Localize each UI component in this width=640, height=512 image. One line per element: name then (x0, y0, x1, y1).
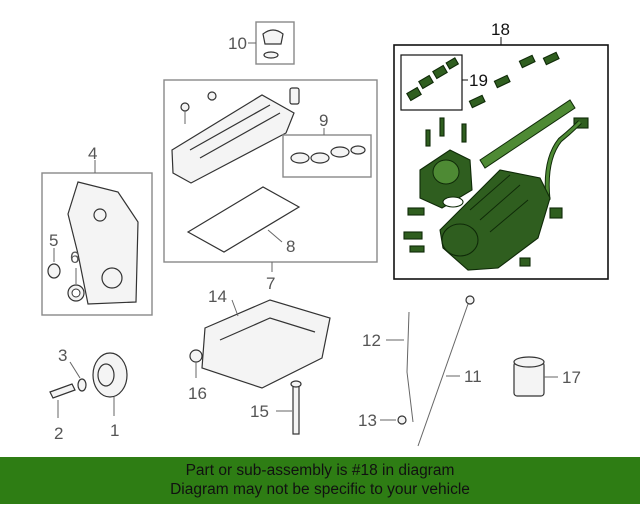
part-16-drain-plug[interactable]: 16 (188, 349, 207, 403)
callout-10: 10 (228, 34, 247, 53)
part-3-washer[interactable]: 3 (58, 346, 87, 392)
callout-18: 18 (491, 20, 510, 39)
callout-6: 6 (70, 248, 79, 267)
callout-19: 19 (469, 71, 488, 90)
banner-line-1: Part or sub-assembly is #18 in diagram (185, 462, 455, 479)
part-4-timing-cover[interactable]: 4 5 6 (41, 144, 153, 316)
part-15-pan-bolt[interactable]: 15 (250, 380, 302, 435)
callout-11: 11 (464, 367, 482, 386)
callout-13: 13 (358, 411, 377, 430)
parts-diagram: 10 8 9 7 4 5 (41, 20, 609, 447)
callout-4: 4 (88, 144, 97, 163)
part-1-crank-pulley[interactable]: 1 (92, 352, 128, 440)
callout-5: 5 (49, 231, 58, 250)
callout-17: 17 (562, 368, 581, 387)
part-2-pulley-bolt[interactable]: 2 (49, 383, 76, 443)
callout-8: 8 (286, 237, 295, 256)
callout-1: 1 (110, 421, 119, 440)
part-11-dipstick[interactable]: 11 (417, 295, 482, 447)
callout-15: 15 (250, 402, 269, 421)
callout-12: 12 (362, 331, 381, 350)
callout-16: 16 (188, 384, 207, 403)
callout-2: 2 (54, 424, 63, 443)
part-13-tube-seal[interactable]: 13 (358, 411, 407, 430)
callout-3: 3 (58, 346, 67, 365)
callout-9: 9 (319, 111, 328, 130)
part-18-intake-manifold-assembly[interactable]: 18 19 (393, 20, 609, 280)
part-7-valve-cover-assembly[interactable]: 8 9 7 (163, 79, 378, 293)
info-banner: Part or sub-assembly is #18 in diagram D… (0, 457, 640, 504)
banner-line-2: Diagram may not be specific to your vehi… (170, 481, 470, 498)
part-14-oil-pan[interactable]: 14 (201, 287, 331, 389)
callout-7: 7 (266, 274, 275, 293)
part-12-dipstick-tube[interactable]: 12 (362, 311, 414, 423)
callout-14: 14 (208, 287, 227, 306)
part-17-oil-filter[interactable]: 17 (513, 356, 581, 397)
part-10-oil-cap[interactable]: 10 (228, 21, 295, 65)
